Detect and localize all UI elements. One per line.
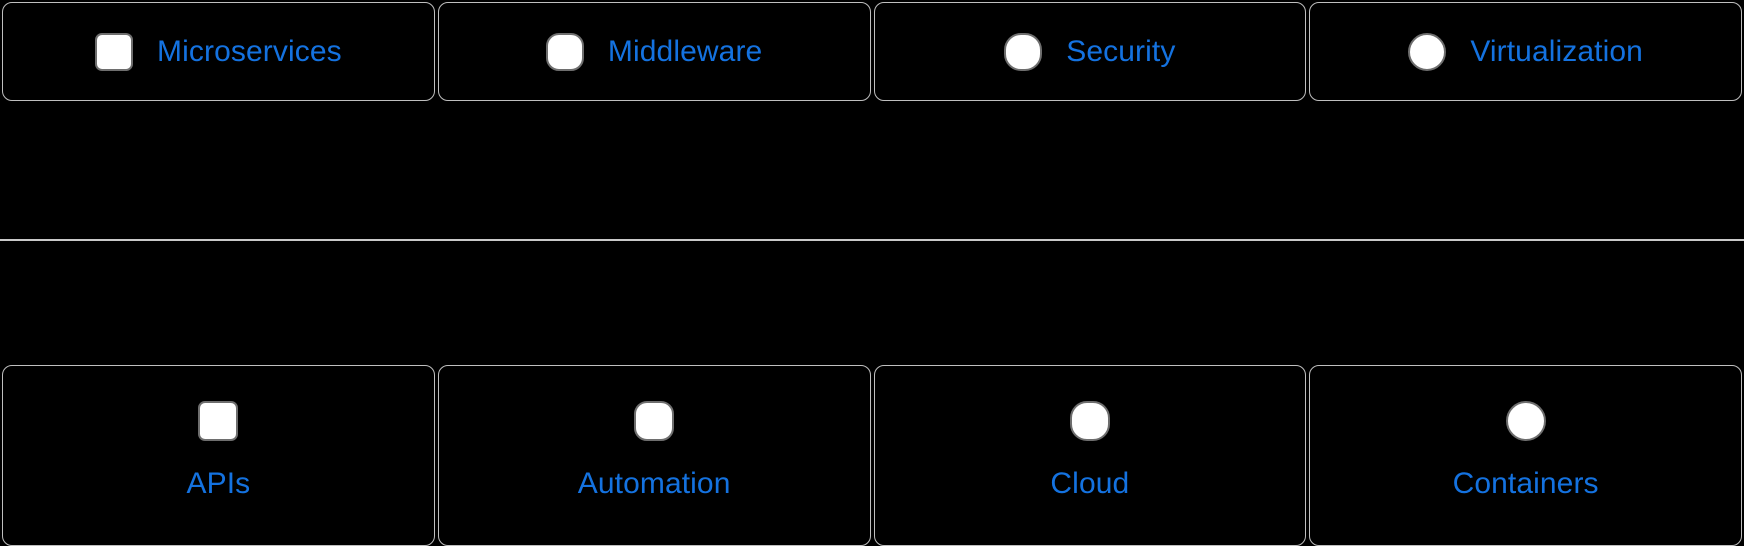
rounded-square-icon [198, 401, 239, 441]
bottom-card-row: APIs Automation Cloud Containers [0, 365, 1744, 546]
card-label: APIs [186, 467, 251, 500]
card-middleware[interactable]: Middleware [437, 2, 871, 101]
card-containers[interactable]: Containers [1309, 365, 1742, 546]
card-label: Automation [577, 467, 731, 500]
circle-icon [1505, 401, 1546, 441]
rounded-square-icon [95, 32, 134, 71]
circle-icon [1408, 32, 1447, 71]
card-label: Virtualization [1470, 34, 1643, 68]
card-virtualization[interactable]: Virtualization [1309, 2, 1742, 101]
card-label: Security [1066, 34, 1176, 68]
rounded-square-icon [634, 401, 675, 441]
card-apis[interactable]: APIs [2, 365, 435, 546]
card-microservices[interactable]: Microservices [2, 2, 435, 101]
section-divider [0, 239, 1744, 241]
card-security[interactable]: Security [873, 2, 1307, 101]
rounded-square-icon [545, 32, 584, 71]
top-card-row: Microservices Middleware Security Virtua… [0, 2, 1744, 101]
squircle-icon [1069, 401, 1110, 441]
card-label: Containers [1452, 467, 1599, 500]
card-label: Microservices [157, 34, 342, 68]
card-cloud[interactable]: Cloud [873, 365, 1307, 546]
squircle-icon [1004, 32, 1043, 71]
card-label: Middleware [607, 34, 763, 68]
card-label: Cloud [1050, 467, 1130, 500]
card-automation[interactable]: Automation [437, 365, 871, 546]
